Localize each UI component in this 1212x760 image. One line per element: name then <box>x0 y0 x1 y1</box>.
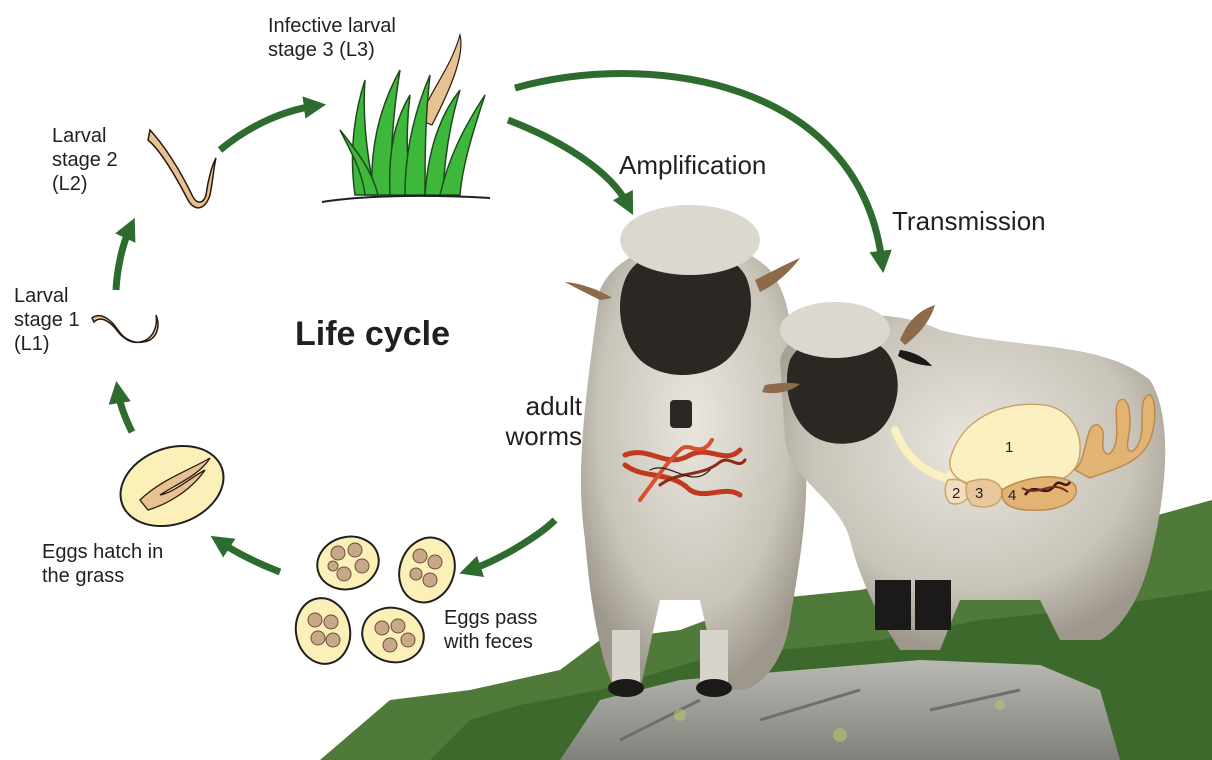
label-l1-line1: Larval <box>14 284 80 308</box>
label-adult-worms-line1: adult <box>498 391 582 421</box>
arrow-hatch-to-l1 <box>118 392 132 432</box>
label-eggs-hatch-line2: the grass <box>42 564 163 588</box>
label-adult-worms-line2: worms <box>498 421 582 451</box>
label-l1-line3: (L1) <box>14 332 80 356</box>
larva-l1-icon <box>92 315 158 342</box>
arrow-amplification <box>508 120 628 205</box>
label-l2-line3: (L2) <box>52 172 118 196</box>
arrow-l2-to-l3 <box>220 106 315 150</box>
label-l2-line1: Larval <box>52 124 118 148</box>
label-l1: Larval stage 1 (L1) <box>14 284 80 356</box>
omasum <box>966 479 1002 507</box>
label-amplification: Amplification <box>619 150 766 180</box>
label-eggs-pass-line1: Eggs pass <box>444 606 537 630</box>
eggs-icon <box>291 530 464 669</box>
label-l1-line2: stage 1 <box>14 308 80 332</box>
arrow-l1-to-l2 <box>116 228 130 290</box>
organ-number-3: 3 <box>975 485 983 502</box>
label-eggs-hatch-line1: Eggs hatch in <box>42 540 163 564</box>
hatching-egg-icon <box>109 432 235 540</box>
label-eggs-pass-line2: with feces <box>444 630 537 654</box>
organ-number-1: 1 <box>1005 439 1013 456</box>
label-l2: Larval stage 2 (L2) <box>52 124 118 196</box>
organ-number-4: 4 <box>1008 487 1016 504</box>
arrow-eggs-to-hatch <box>220 542 280 572</box>
organ-number-2: 2 <box>952 485 960 502</box>
label-l3-line2: stage 3 (L3) <box>268 38 396 62</box>
diagram-title: Life cycle <box>295 314 450 354</box>
sheep-left <box>565 205 806 697</box>
label-eggs-hatch: Eggs hatch in the grass <box>42 540 163 588</box>
arrow-worms-to-eggs <box>470 520 555 570</box>
larva-l2-icon <box>148 130 216 208</box>
label-transmission: Transmission <box>892 206 1046 236</box>
label-l3-line1: Infective larval <box>268 14 396 38</box>
label-l3: Infective larval stage 3 (L3) <box>268 14 396 62</box>
label-l2-line2: stage 2 <box>52 148 118 172</box>
label-adult-worms: adult worms <box>498 391 582 451</box>
label-eggs-pass: Eggs pass with feces <box>444 606 537 654</box>
